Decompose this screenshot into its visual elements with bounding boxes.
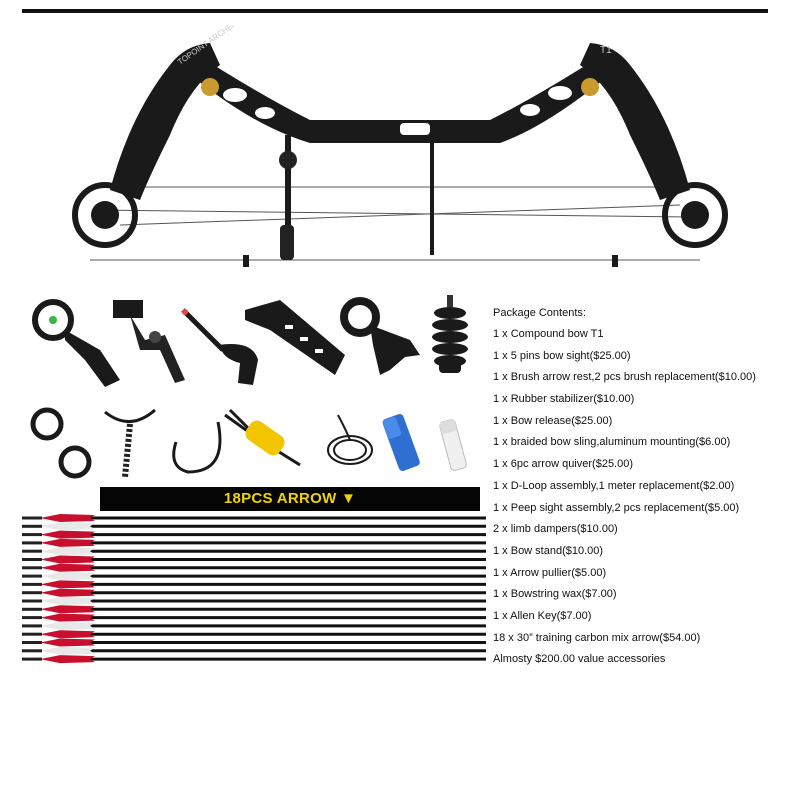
arrow <box>22 655 486 664</box>
arrow <box>22 547 486 556</box>
package-contents: Package Contents: 1 x Compound bow T1 1 x… <box>493 302 793 671</box>
bow-release-image <box>340 297 420 375</box>
compound-bow-image: TOPOINT ARCHERY T1 <box>72 25 728 267</box>
package-item: 1 x Arrow pullier($5.00) <box>493 566 607 579</box>
arrow <box>22 522 486 531</box>
package-item: 1 x Rubber stabilizer($10.00) <box>493 393 635 406</box>
package-item: 1 x Bow stand($10.00) <box>493 544 604 557</box>
arrow <box>22 630 486 639</box>
package-item: 1 x braided bow sling,aluminum mounting(… <box>493 436 731 449</box>
stabilizer-image <box>181 308 258 385</box>
package-item: 1 x Peep sight assembly,2 pcs replacemen… <box>493 501 740 514</box>
package-contents-title: Package Contents: <box>493 307 586 319</box>
svg-text:T1: T1 <box>600 45 612 56</box>
package-item: 1 x Allen Key($7.00) <box>493 609 592 622</box>
bowstring-wax-image <box>439 419 467 471</box>
arrow <box>22 530 486 539</box>
package-item: Almosty $200.00 value accessories <box>493 653 666 666</box>
arrow <box>22 621 486 630</box>
top-divider <box>22 9 768 13</box>
bow-stand-image <box>245 300 345 375</box>
arrow <box>22 563 486 572</box>
arrow <box>22 514 486 522</box>
package-item: 1 x 6pc arrow quiver($25.00) <box>493 458 634 471</box>
package-item: 1 x Compound bow T1 <box>493 328 604 340</box>
arrow <box>22 646 486 655</box>
bowstring-image <box>327 414 373 465</box>
package-item: 18 x 30” training carbon mix arrow($54.0… <box>493 631 701 644</box>
arrow <box>22 555 486 564</box>
limb-dampers-image <box>30 407 92 479</box>
arrow <box>22 580 486 589</box>
arrow <box>22 588 486 597</box>
allen-key-image <box>224 408 301 467</box>
bow-sight-image <box>32 299 120 387</box>
arrow-rest-image <box>113 300 185 383</box>
package-item: 2 x limb dampers($10.00) <box>493 523 618 536</box>
arrow <box>22 538 486 547</box>
arrow <box>22 597 486 605</box>
package-item: 1 x D-Loop assembly,1 meter replacement(… <box>493 479 735 492</box>
bow-sling-image <box>104 408 156 478</box>
arrows-image <box>22 514 486 664</box>
package-item: 1 x Brush arrow rest,2 pcs brush replace… <box>493 371 756 384</box>
package-item: 1 x 5 pins bow sight($25.00) <box>493 349 631 362</box>
arrow <box>22 572 486 581</box>
arrow-count-banner: 18PCS ARROW ▼ <box>100 487 480 511</box>
arrow <box>22 605 486 614</box>
arrow <box>22 613 486 622</box>
d-loop-image <box>172 421 222 474</box>
arrow-quiver-image <box>382 413 420 471</box>
arrow <box>22 638 486 647</box>
rubber-stabilizer-image <box>432 295 468 373</box>
package-item: 1 x Bow release($25.00) <box>493 414 613 427</box>
package-item: 1 x Bowstring wax($7.00) <box>493 588 617 601</box>
